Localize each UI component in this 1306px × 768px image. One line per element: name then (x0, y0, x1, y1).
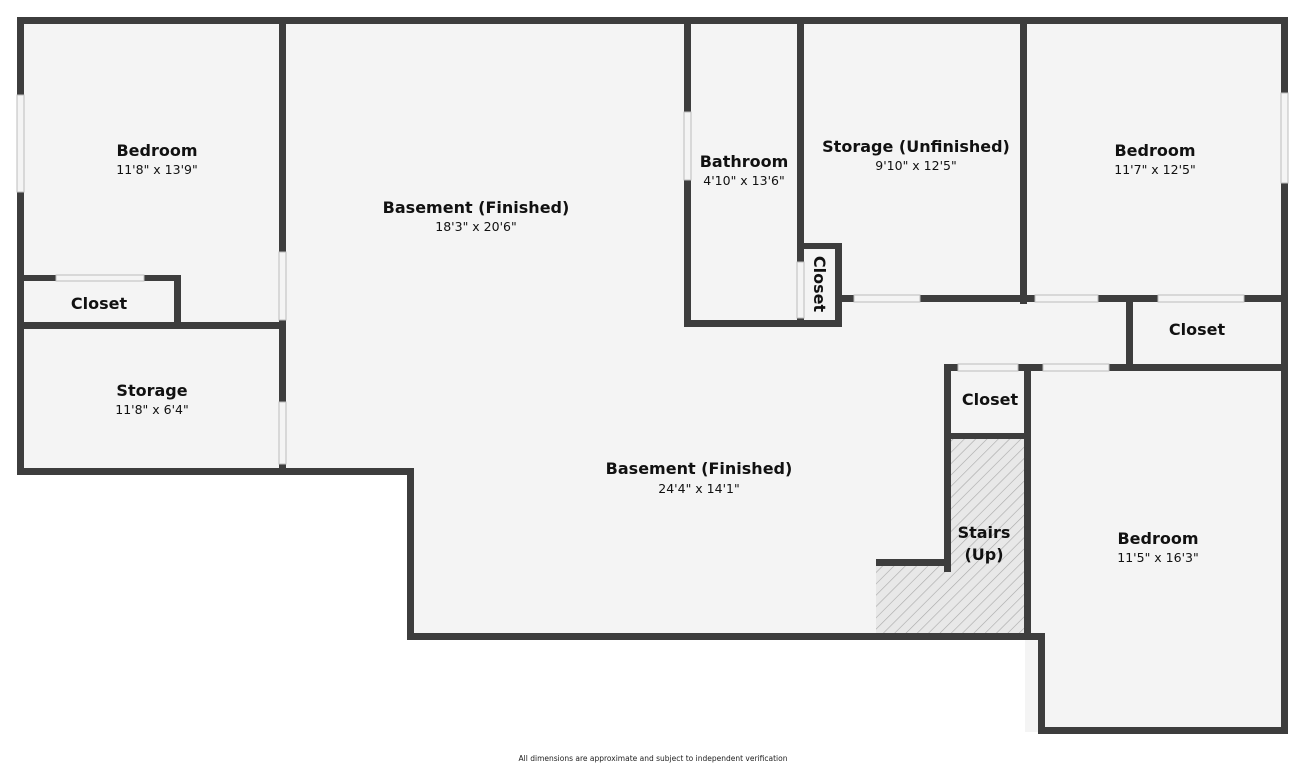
door-closet-1 (55, 274, 145, 282)
storage-name: Storage (116, 381, 187, 400)
bedroom-1-name: Bedroom (116, 141, 197, 160)
bathroom-dims: 4'10" x 13'6" (703, 173, 784, 188)
basement-upper-name: Basement (Finished) (383, 198, 570, 217)
openings (16, 92, 1289, 465)
disclaimer-text: All dimensions are approximate and subje… (518, 754, 788, 763)
window-left (16, 94, 25, 193)
bedroom-3-name: Bedroom (1117, 529, 1198, 548)
bedroom-1-dims: 11'8" x 13'9" (116, 162, 197, 177)
basement-lower-name: Basement (Finished) (606, 459, 793, 478)
door-closet-3 (957, 363, 1019, 372)
door-bedroom-2 (1034, 294, 1099, 303)
door-bedroom-1 (278, 251, 287, 321)
storage-dims: 11'8" x 6'4" (115, 402, 188, 417)
basement-lower-dims: 24'4" x 14'1" (658, 481, 739, 496)
basement-upper-dims: 18'3" x 20'6" (435, 219, 516, 234)
storage-unfinished-name: Storage (Unfinished) (822, 137, 1010, 156)
stairs-hatch (876, 436, 1025, 634)
bedroom-2-dims: 11'7" x 12'5" (1114, 162, 1195, 177)
closet-bath-name: Closet (810, 256, 829, 313)
stairs-name-line1: Stairs (958, 523, 1011, 542)
door-bathroom (683, 111, 692, 181)
door-bedroom-3 (1042, 363, 1110, 372)
closet-2-name: Closet (1169, 320, 1226, 339)
closet-1-name: Closet (71, 294, 128, 313)
bedroom-2-name: Bedroom (1114, 141, 1195, 160)
window-right (1280, 92, 1289, 184)
storage-unfinished-dims: 9'10" x 12'5" (875, 158, 956, 173)
floor-areas (17, 17, 1288, 732)
closet-3-name: Closet (962, 390, 1019, 409)
bathroom-name: Bathroom (700, 152, 789, 171)
stairs-name-line2: (Up) (964, 545, 1003, 564)
door-storage-unfinished (853, 294, 921, 303)
door-storage (278, 401, 287, 465)
door-closet-2 (1157, 294, 1245, 303)
room-labels: Bedroom 11'8" x 13'9" Closet Storage 11'… (71, 137, 1226, 565)
bedroom-3-dims: 11'5" x 16'3" (1117, 550, 1198, 565)
door-closet-bath (796, 261, 805, 319)
